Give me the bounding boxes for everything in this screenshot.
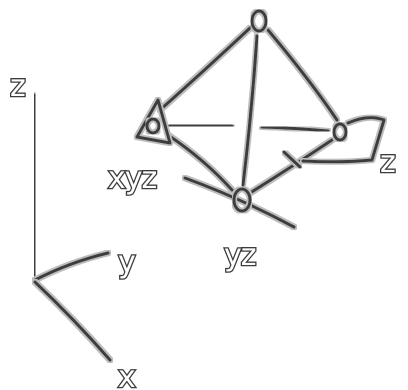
edge-top-right — [266, 28, 339, 122]
edge-left-front — [166, 133, 234, 192]
edge-top-front — [241, 34, 259, 187]
label-right-vertex: z — [380, 145, 395, 180]
vertex-left-triangle — [135, 98, 172, 145]
strike-through-front — [183, 176, 296, 229]
vertex-top — [250, 9, 268, 33]
vertex-front — [232, 187, 252, 213]
vertex-right — [332, 122, 348, 142]
tick-mark-right — [282, 150, 302, 169]
edge-left-right-b — [260, 125, 330, 133]
x-axis-line — [33, 280, 112, 362]
edge-left-right-a — [166, 123, 234, 128]
vertex-right-bracket — [301, 116, 386, 164]
label-left-vertex: xyz — [108, 161, 157, 196]
vertex-labels: xyz z yz — [107, 144, 398, 275]
z-axis-line — [33, 93, 37, 282]
edge-right-front — [248, 138, 334, 195]
x-axis-label: x — [118, 360, 135, 390]
coordinate-axes: z y x — [9, 68, 138, 390]
vertex-left — [145, 117, 161, 135]
tetrahedron — [135, 9, 386, 229]
z-axis-label: z — [10, 69, 25, 104]
y-axis-label: y — [118, 245, 135, 280]
y-axis-line — [33, 251, 110, 282]
label-front-vertex: yz — [224, 238, 256, 273]
edge-top-left — [158, 26, 252, 112]
